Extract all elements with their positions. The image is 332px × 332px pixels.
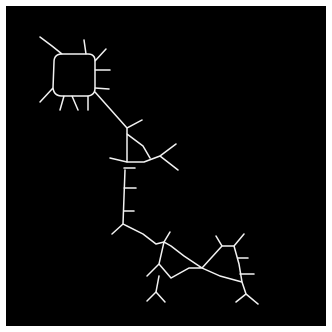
black-background [6, 6, 326, 326]
loop-branch-right-lower [95, 88, 109, 89]
skeleton-figure [6, 6, 326, 326]
skeleton-canvas [6, 6, 326, 326]
